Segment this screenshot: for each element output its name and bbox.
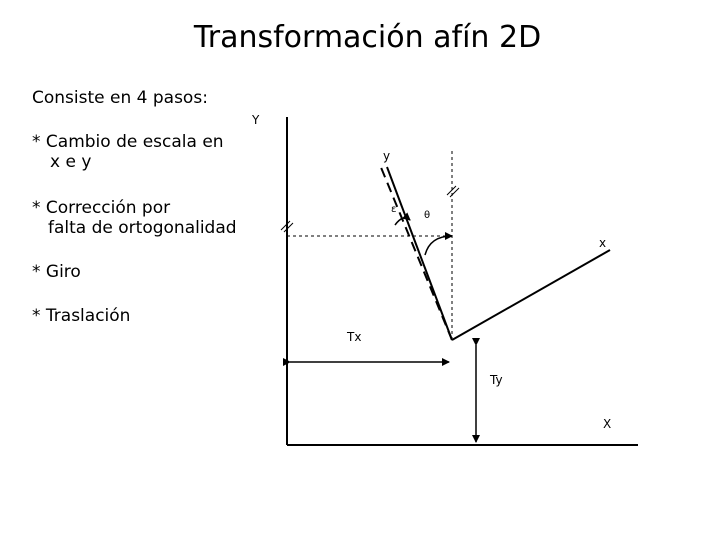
inner-y-label: y — [383, 149, 390, 163]
outer-y-label: Y — [251, 113, 260, 127]
theta-label: θ — [424, 210, 430, 221]
tick-mark — [449, 187, 460, 198]
outer-x-label: X — [603, 417, 611, 431]
page-title: Transformación afín 2D — [193, 20, 542, 55]
step-1-line-2: x e y — [50, 152, 92, 172]
epsilon-label: ε — [391, 204, 396, 215]
step-3-line-1: * Giro — [32, 262, 81, 282]
inner-x-axis — [451, 249, 611, 341]
step-2-line-1: * Corrección por — [32, 198, 171, 218]
intro-text: Consiste en 4 pasos: — [32, 88, 208, 108]
tx-label: Tx — [346, 330, 361, 344]
theta-arc — [424, 232, 453, 256]
tick-mark — [280, 220, 291, 231]
step-2-line-2: falta de ortogonalidad — [48, 218, 237, 238]
ty-label: Ty — [489, 373, 503, 387]
tick-mark — [446, 185, 457, 196]
epsilon-arc — [394, 212, 411, 226]
step-4-line-1: * Traslación — [32, 306, 131, 326]
tick-mark — [283, 222, 294, 233]
step-1-line-1: * Cambio de escala en — [32, 132, 224, 152]
inner-y-axis — [386, 166, 453, 341]
inner-x-label: x — [599, 236, 606, 250]
